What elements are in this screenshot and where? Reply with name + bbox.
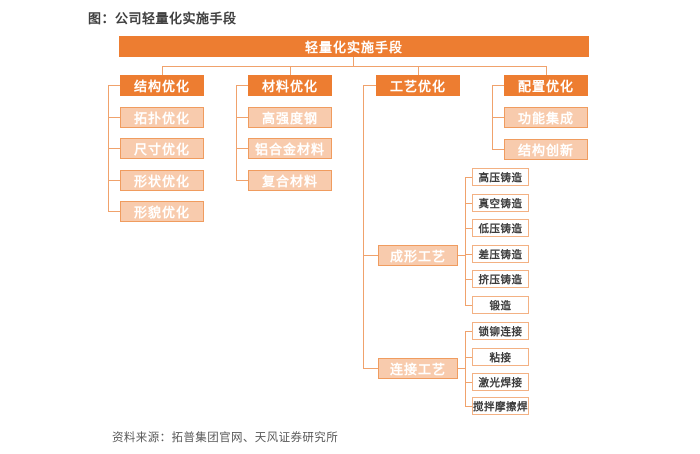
connector — [465, 203, 472, 204]
connector — [465, 406, 472, 407]
connector — [236, 117, 248, 118]
connector — [492, 85, 504, 86]
leaf-shape-optimization: 形状优化 — [120, 170, 204, 191]
connector — [108, 211, 120, 212]
group-joining-process: 连接工艺 — [378, 358, 458, 379]
connector — [236, 148, 248, 149]
connector — [465, 305, 472, 306]
connector — [290, 66, 291, 75]
leaf-vacuum-casting: 真空铸造 — [472, 194, 529, 212]
connector — [236, 85, 237, 181]
connector — [162, 66, 546, 67]
connector — [363, 368, 378, 369]
connector — [465, 331, 466, 407]
connector — [458, 368, 466, 369]
leaf-low-pressure-casting: 低压铸造 — [472, 219, 529, 237]
connector — [492, 149, 504, 150]
branch-structure-optimization: 结构优化 — [120, 75, 204, 96]
leaf-composite-material: 复合材料 — [248, 170, 332, 191]
connector — [546, 66, 547, 75]
connector — [363, 85, 364, 369]
leaf-morphology-optimization: 形貌优化 — [120, 201, 204, 222]
connector — [458, 255, 466, 256]
connector — [108, 85, 120, 86]
connector — [108, 117, 120, 118]
leaf-forging: 锻造 — [472, 296, 529, 314]
node-root-lightweighting-methods: 轻量化实施手段 — [119, 36, 589, 57]
branch-material-optimization: 材料优化 — [248, 75, 332, 96]
connector — [108, 180, 120, 181]
connector — [363, 255, 378, 256]
connector — [465, 177, 466, 306]
connector — [363, 85, 376, 86]
source-note: 资料来源：拓普集团官网、天风证券研究所 — [112, 432, 339, 444]
leaf-friction-stir-welding: 搅拌摩擦焊 — [472, 397, 529, 415]
branch-process-optimization: 工艺优化 — [376, 75, 460, 96]
leaf-topology-optimization: 拓扑优化 — [120, 107, 204, 128]
group-forming-process: 成形工艺 — [378, 245, 458, 266]
connector — [465, 177, 472, 178]
connector — [465, 254, 472, 255]
leaf-size-optimization: 尺寸优化 — [120, 138, 204, 159]
leaf-high-strength-steel: 高强度钢 — [248, 107, 332, 128]
leaf-high-pressure-casting: 高压铸造 — [472, 168, 529, 186]
figure-title: 图：公司轻量化实施手段 — [88, 11, 237, 26]
branch-configuration-optimization: 配置优化 — [504, 75, 588, 96]
connector — [353, 57, 354, 66]
connector — [108, 148, 120, 149]
leaf-self-piercing-riveting: 锁铆连接 — [472, 322, 529, 340]
connector — [465, 279, 472, 280]
connector — [465, 382, 472, 383]
leaf-aluminum-alloy-material: 铝合金材料 — [248, 138, 332, 159]
leaf-laser-welding: 激光焊接 — [472, 373, 529, 391]
leaf-adhesive-bonding: 粘接 — [472, 348, 529, 366]
connector — [236, 180, 248, 181]
connector — [465, 228, 472, 229]
connector — [465, 331, 472, 332]
connector — [492, 117, 504, 118]
leaf-structure-innovation: 结构创新 — [504, 139, 588, 160]
leaf-squeeze-casting: 挤压铸造 — [472, 270, 529, 288]
connector — [162, 66, 163, 75]
connector — [465, 357, 472, 358]
connector — [418, 66, 419, 75]
leaf-function-integration: 功能集成 — [504, 107, 588, 128]
leaf-differential-pressure-casting: 差压铸造 — [472, 245, 529, 263]
connector — [236, 85, 248, 86]
